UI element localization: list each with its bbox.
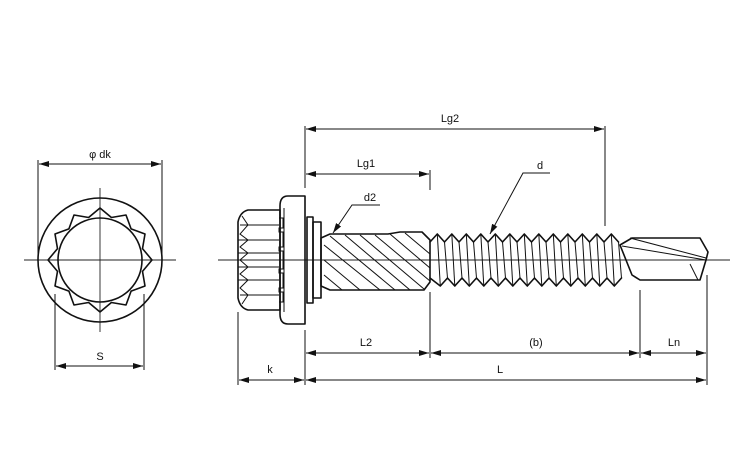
flange-outer-circle — [37, 197, 163, 323]
thread-crest-bottom — [429, 277, 623, 287]
drill-tip-edge — [689, 263, 699, 281]
thread-line — [494, 233, 499, 287]
thread-line — [480, 233, 485, 287]
thread-root-line — [531, 241, 535, 279]
thread-root-line — [618, 241, 622, 279]
thread-root-line — [545, 241, 550, 279]
thread-root-line — [444, 241, 448, 279]
thread-root-line — [589, 241, 593, 279]
thread-line — [465, 233, 470, 287]
ln-label: Ln — [668, 337, 680, 349]
dk-label: φ dk — [89, 149, 111, 161]
thread-root-line — [458, 241, 463, 279]
thread-root-line — [560, 241, 564, 279]
end-view: φ dk S — [24, 149, 176, 370]
k-label: k — [267, 364, 273, 376]
l2-label: L2 — [360, 337, 372, 349]
thread-line — [610, 233, 615, 287]
d2-leader — [332, 204, 380, 234]
threaded-section — [429, 233, 623, 287]
shank-grooves — [323, 232, 431, 291]
l-label: L — [497, 364, 503, 376]
thread-line — [567, 233, 572, 287]
side-view: Lg2 Lg1 d2 d L2 (b) Ln k L — [218, 113, 730, 385]
drill-flute-line-2 — [629, 237, 707, 259]
thread-line — [538, 233, 543, 287]
d-label: d — [537, 160, 543, 172]
thread-line — [523, 233, 528, 287]
inner-circle — [57, 217, 143, 303]
thread-line — [451, 233, 456, 287]
thread-line — [509, 233, 514, 287]
twelve-point-head-outline — [47, 207, 153, 313]
thread-line — [581, 233, 586, 287]
thread-root-line — [574, 241, 579, 279]
thread-root-line — [502, 241, 506, 279]
flange — [279, 195, 306, 325]
drill-flute-line-1 — [621, 245, 707, 261]
b-label: (b) — [529, 337, 542, 349]
thread-line — [596, 233, 601, 287]
thread-root-line — [473, 241, 477, 279]
s-label: S — [96, 351, 103, 363]
thread-line — [436, 233, 441, 287]
lg2-label: Lg2 — [441, 113, 459, 125]
d-leader — [489, 172, 550, 235]
thread-root-line — [487, 241, 492, 279]
grooved-shank — [320, 231, 431, 291]
d2-label: d2 — [364, 192, 376, 204]
thread-root-line — [516, 241, 521, 279]
lg1-label: Lg1 — [357, 158, 375, 170]
hex-head — [237, 209, 281, 311]
thread-line — [552, 233, 557, 287]
hex-head-serrations — [238, 215, 284, 305]
thread-root-line — [603, 241, 608, 279]
